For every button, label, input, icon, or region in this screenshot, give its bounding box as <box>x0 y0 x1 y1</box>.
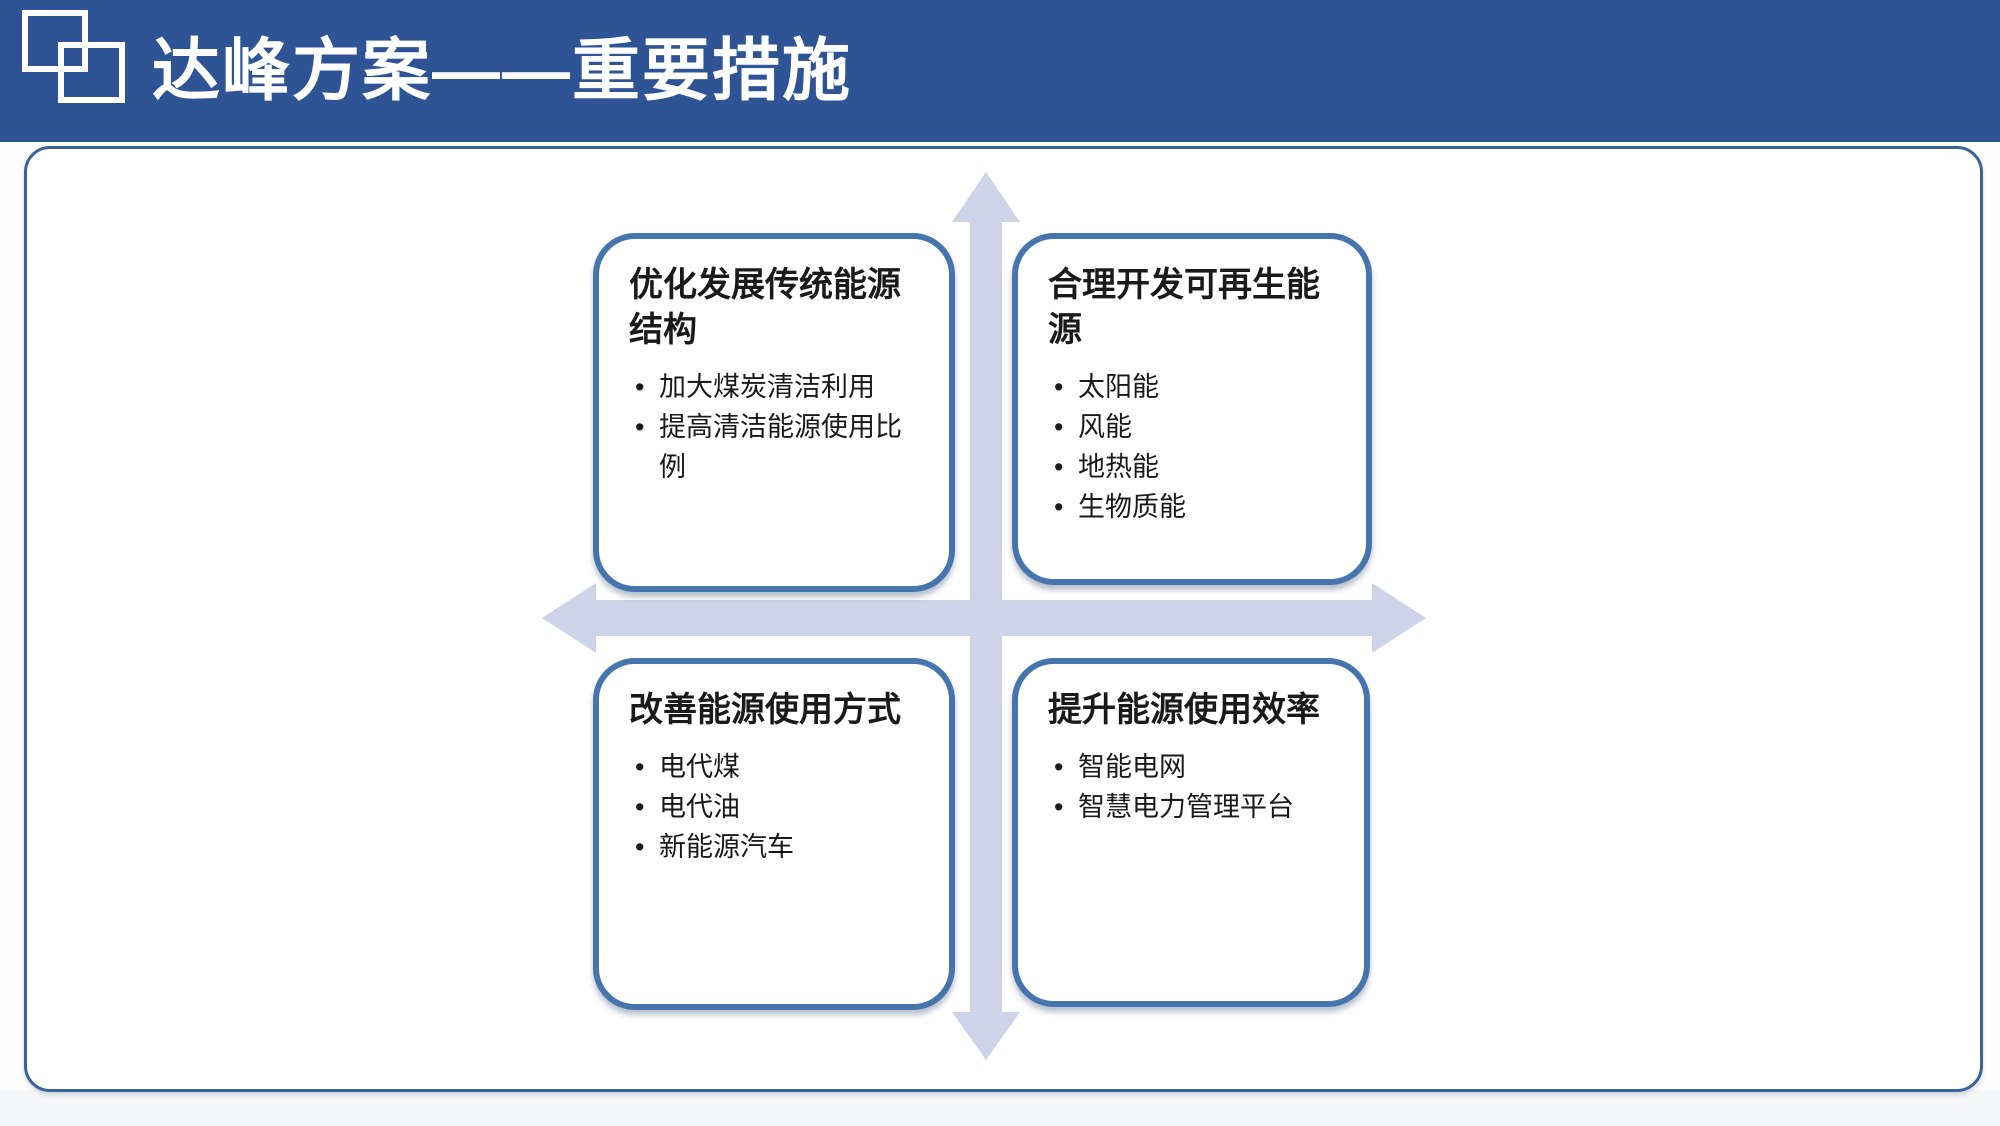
bullet-list: 电代煤电代油新能源汽车 <box>629 748 921 868</box>
bullet-item: 提高清洁能源使用比例 <box>629 408 921 488</box>
content-panel <box>24 146 1983 1092</box>
quadrant-title: 改善能源使用方式 <box>629 691 901 729</box>
quadrant-title: 合理开发可再生能源 <box>1048 266 1320 349</box>
bullet-item: 电代煤 <box>629 748 921 788</box>
quadrant-box-top-left: 优化发展传统能源结构 加大煤炭清洁利用提高清洁能源使用比例 <box>593 233 955 592</box>
slide-title: 达峰方案——重要措施 <box>152 33 853 109</box>
quadrant-box-top-right: 合理开发可再生能源 太阳能风能地热能生物质能 <box>1012 233 1372 585</box>
bullet-item: 风能 <box>1048 408 1338 448</box>
logo-square-front <box>58 42 125 103</box>
bullet-item: 生物质能 <box>1048 488 1338 528</box>
bullet-item: 智能电网 <box>1048 748 1336 788</box>
overlapping-squares-logo-icon <box>22 10 132 108</box>
quadrant-box-bottom-right: 提升能源使用效率 智能电网智慧电力管理平台 <box>1012 658 1370 1007</box>
bullet-item: 电代油 <box>629 788 921 828</box>
bullet-list: 太阳能风能地热能生物质能 <box>1048 368 1338 528</box>
bullet-item: 加大煤炭清洁利用 <box>629 368 921 408</box>
bullet-item: 太阳能 <box>1048 368 1338 408</box>
slide-header: 达峰方案——重要措施 <box>0 0 2000 142</box>
bullet-item: 新能源汽车 <box>629 828 921 868</box>
bullet-list: 加大煤炭清洁利用提高清洁能源使用比例 <box>629 368 921 488</box>
bullet-item: 地热能 <box>1048 448 1338 488</box>
bullet-item: 智慧电力管理平台 <box>1048 788 1336 828</box>
quadrant-title: 提升能源使用效率 <box>1048 691 1320 729</box>
logo-square-back <box>22 10 88 72</box>
quadrant-box-bottom-left: 改善能源使用方式 电代煤电代油新能源汽车 <box>593 658 955 1010</box>
bullet-list: 智能电网智慧电力管理平台 <box>1048 748 1336 828</box>
quadrant-title: 优化发展传统能源结构 <box>629 266 901 349</box>
